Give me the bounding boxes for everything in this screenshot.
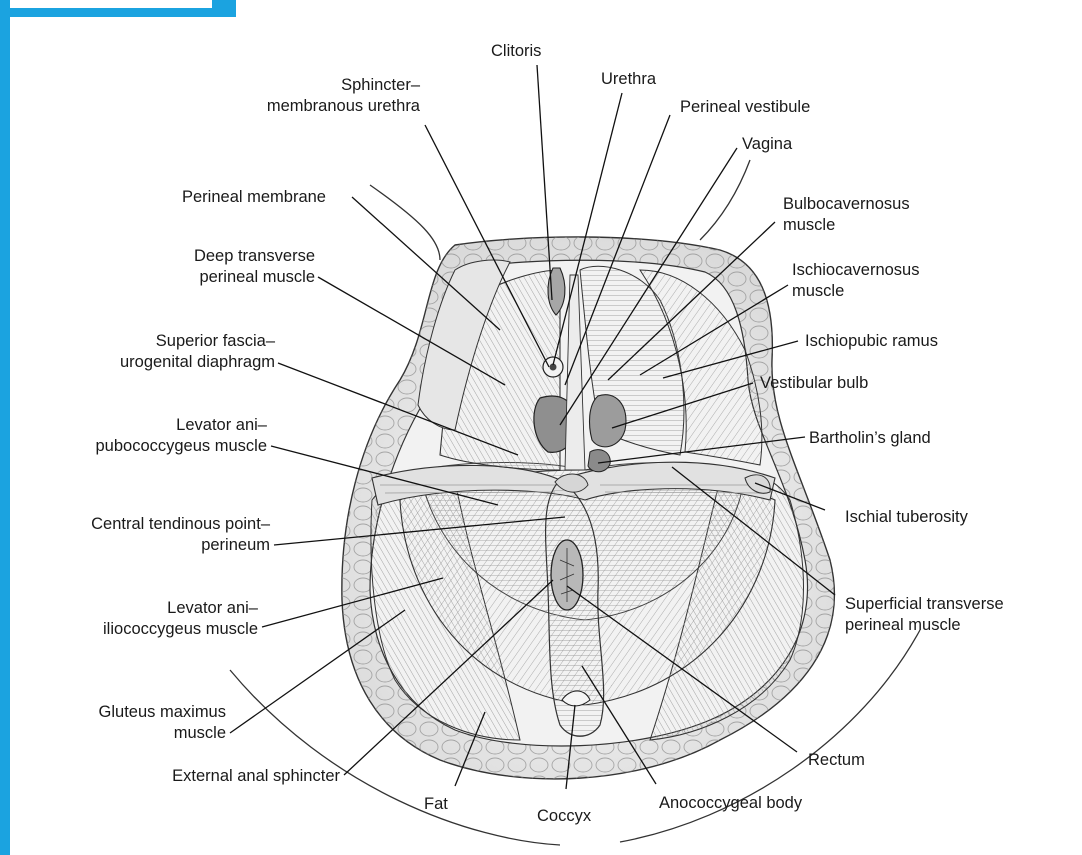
label-anococcygeal-body: Anococcygeal body: [659, 793, 802, 814]
label-vestibular-bulb: Vestibular bulb: [760, 373, 868, 394]
label-perineal-vestibule: Perineal vestibule: [680, 97, 810, 118]
label-sphincter-membranous-urethra: Sphincter–membranous urethra: [225, 75, 420, 117]
label-urethra: Urethra: [601, 69, 656, 90]
label-rectum: Rectum: [808, 750, 865, 771]
label-central-tendinous-point: Central tendinous point–perineum: [30, 514, 270, 556]
bartholins-gland: [588, 450, 610, 472]
label-superior-fascia: Superior fascia–urogenital diaphragm: [75, 331, 275, 373]
label-vagina: Vagina: [742, 134, 792, 155]
label-ischiopubic-ramus: Ischiopubic ramus: [805, 331, 938, 352]
label-bartholins-gland: Bartholin’s gland: [809, 428, 931, 449]
vestibular-bulb: [590, 395, 626, 447]
label-ischial-tuberosity: Ischial tuberosity: [845, 507, 968, 528]
label-fat: Fat: [424, 794, 448, 815]
label-external-anal-sphincter: External anal sphincter: [100, 766, 340, 787]
label-clitoris: Clitoris: [491, 41, 541, 62]
label-perineal-membrane: Perineal membrane: [182, 187, 326, 208]
label-levator-iliococcygeus: Levator ani–iliococcygeus muscle: [55, 598, 258, 640]
label-levator-pubococcygeus: Levator ani–pubococcygeus muscle: [45, 415, 267, 457]
body-contour-right: [700, 160, 750, 240]
label-coccyx: Coccyx: [537, 806, 591, 827]
